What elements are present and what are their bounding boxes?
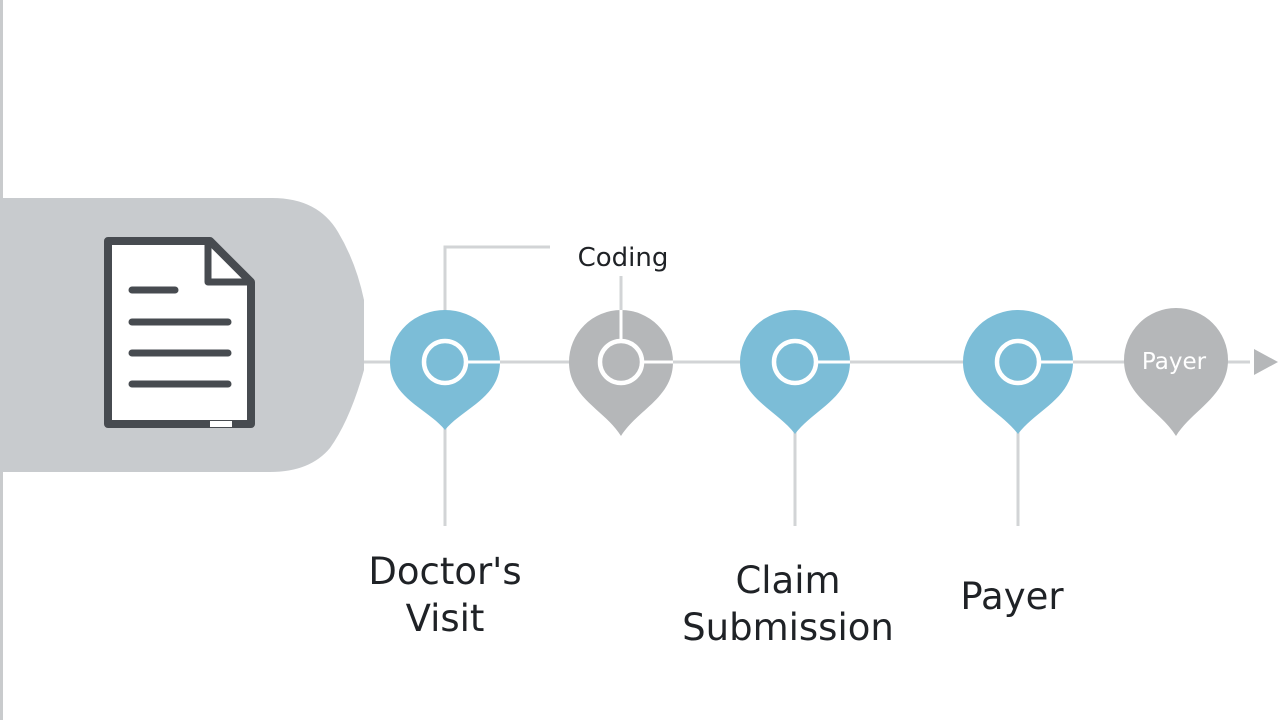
caption-claim-submission-line1: Claim bbox=[735, 559, 840, 602]
step-pin-payer-end: Payer bbox=[1124, 308, 1228, 436]
step-pin-doctors-visit bbox=[390, 309, 500, 430]
timeline-arrowhead bbox=[1254, 349, 1278, 375]
payer-end-pin-label: Payer bbox=[1142, 349, 1207, 375]
leader-lines bbox=[443, 245, 1020, 526]
step-pin-coding bbox=[569, 310, 673, 436]
document-icon bbox=[104, 237, 255, 428]
step-pin-payer bbox=[963, 309, 1073, 434]
caption-payer: Payer bbox=[960, 575, 1064, 618]
step-pin-claim-submission bbox=[740, 309, 850, 434]
caption-doctors-visit-line1: Doctor's bbox=[368, 550, 521, 593]
caption-doctors-visit-line2: Visit bbox=[406, 597, 485, 640]
caption-claim-submission-line2: Submission bbox=[682, 606, 894, 649]
coding-leader-line bbox=[443, 245, 550, 318]
caption-coding: Coding bbox=[578, 243, 669, 273]
